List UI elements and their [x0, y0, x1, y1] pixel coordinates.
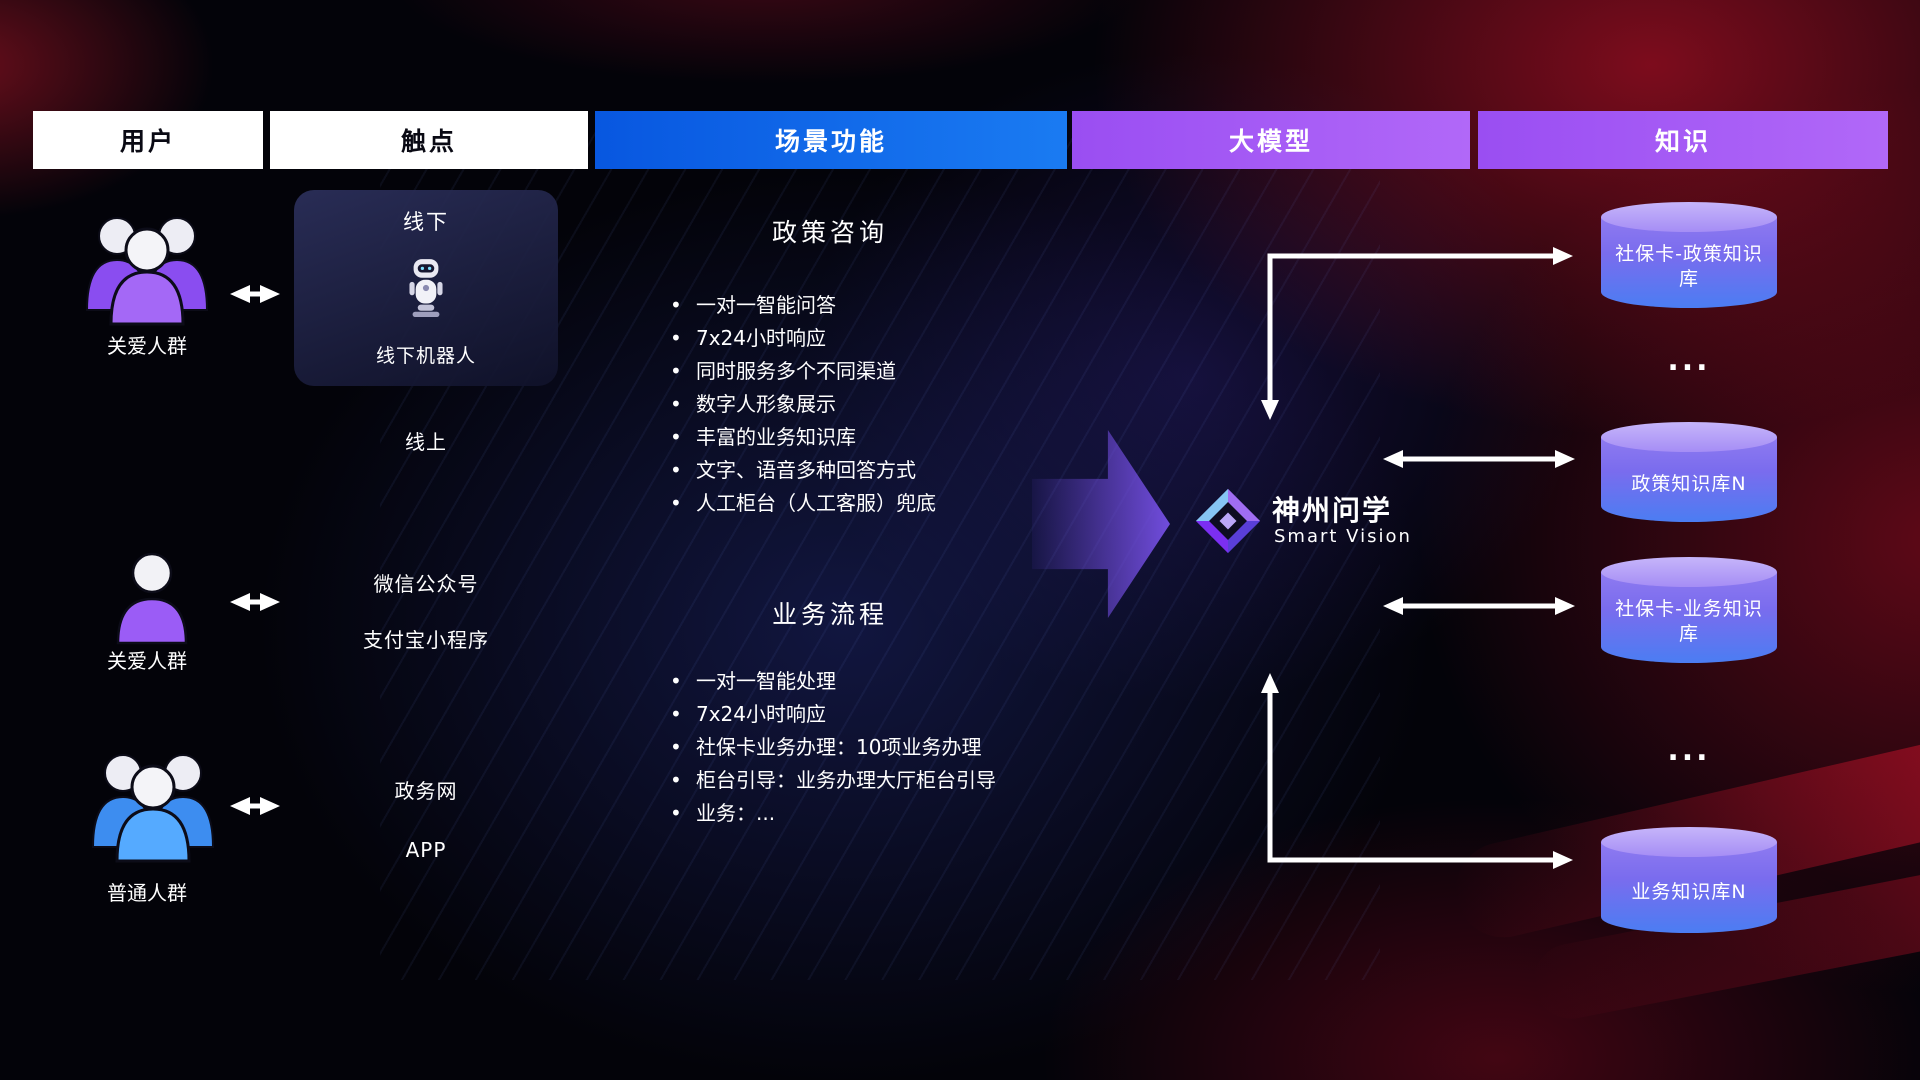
kb-label: 社保卡-政策知识库 [1615, 243, 1763, 290]
offline-touchpoint-card: 线下 线下机器人 [294, 190, 558, 386]
feature-item: 一对一智能处理 [670, 665, 996, 698]
column-header-model: 大模型 [1072, 111, 1470, 169]
cylinder-top [1601, 827, 1777, 857]
kb-label: 政策知识库N [1631, 472, 1747, 495]
channel-app: APP [405, 838, 447, 862]
general-group-icon [83, 743, 223, 867]
ellipsis: ... [1667, 343, 1711, 378]
offline-robot-label: 线下机器人 [375, 345, 476, 367]
column-header-users: 用户 [33, 111, 263, 169]
feature-item: 丰富的业务知识库 [670, 421, 936, 454]
feature-item: 7x24小时响应 [670, 322, 936, 355]
feature-item: 业务：... [670, 797, 996, 830]
column-header-scenarios: 场景功能 [595, 111, 1067, 169]
cylinder-body [1601, 572, 1777, 663]
care-person-icon [110, 551, 194, 649]
care-group-icon [77, 206, 217, 330]
column-header-touchpoints: 触点 [270, 111, 588, 169]
feature-item: 7x24小时响应 [670, 698, 996, 731]
feature-item: 人工柜台（人工客服）兜底 [670, 487, 936, 520]
column-header-knowledge: 知识 [1478, 111, 1888, 169]
user-group-label: 关爱人群 [107, 649, 187, 673]
feature-item: 同时服务多个不同渠道 [670, 355, 936, 388]
ellipsis: ... [1667, 733, 1711, 768]
feature-item: 社保卡业务办理：10项业务办理 [670, 731, 996, 764]
kb-policy-n: 政策知识库N [1601, 422, 1777, 522]
smart-vision-logo-icon [1194, 487, 1262, 559]
robot-icon [403, 256, 449, 322]
kb-business-socialcard: 社保卡-业务知识库 [1601, 557, 1777, 663]
feature-item: 一对一智能问答 [670, 289, 936, 322]
kb-label: 业务知识库N [1631, 880, 1747, 903]
kb-label: 社保卡-业务知识库 [1615, 598, 1763, 645]
cylinder-top [1601, 202, 1777, 232]
cylinder-body [1601, 217, 1777, 308]
user-group-label: 普通人群 [107, 881, 187, 905]
online-title: 线上 [405, 430, 447, 454]
channel-wechat: 微信公众号 [373, 572, 479, 596]
feature-item: 柜台引导：业务办理大厅柜台引导 [670, 764, 996, 797]
offline-title: 线下 [403, 210, 449, 234]
business-feature-list: 一对一智能处理 7x24小时响应 社保卡业务办理：10项业务办理 柜台引导：业务… [670, 665, 996, 830]
cylinder-body [1601, 842, 1777, 933]
policy-section-title: 政策咨询 [771, 218, 888, 247]
feature-item: 数字人形象展示 [670, 388, 936, 421]
cylinder-top [1601, 422, 1777, 452]
cylinder-top [1601, 557, 1777, 587]
channel-gov-web: 政务网 [394, 779, 458, 803]
feature-item: 文字、语音多种回答方式 [670, 454, 936, 487]
kb-business-n: 业务知识库N [1601, 827, 1777, 933]
model-name: 神州问学 [1272, 494, 1393, 527]
business-section-title: 业务流程 [771, 600, 888, 629]
channel-alipay: 支付宝小程序 [363, 628, 489, 652]
user-group-label: 关爱人群 [107, 334, 187, 358]
policy-feature-list: 一对一智能问答 7x24小时响应 同时服务多个不同渠道 数字人形象展示 丰富的业… [670, 289, 936, 520]
model-subtitle: Smart Vision [1274, 526, 1412, 547]
kb-policy-socialcard: 社保卡-政策知识库 [1601, 202, 1777, 308]
